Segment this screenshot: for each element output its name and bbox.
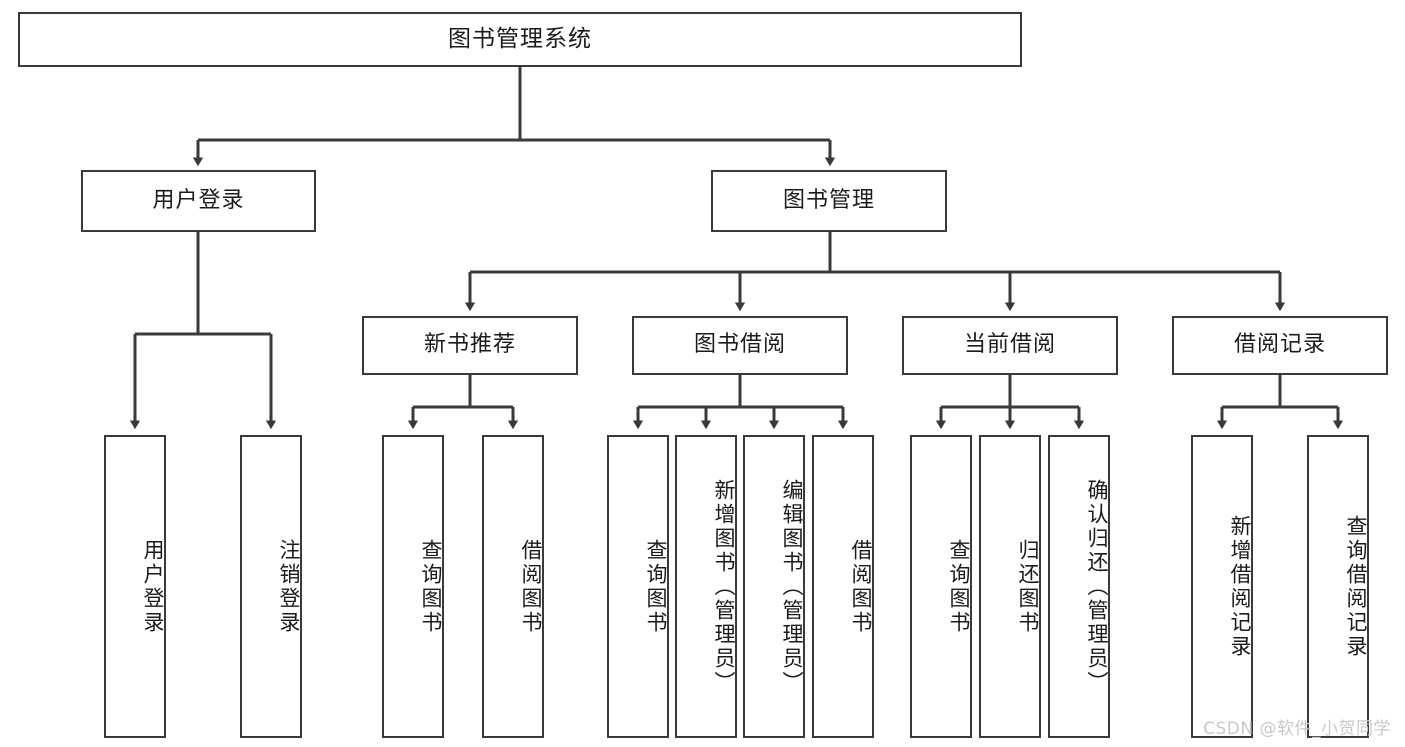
node-leaf-borrow-book-2-label: 借阅图书 <box>849 538 873 635</box>
node-leaf-query-record-label: 查询借阅记录 <box>1344 514 1368 659</box>
node-leaf-query-book-1-label: 查询图书 <box>419 538 443 635</box>
node-leaf-user-login[interactable]: 用户登录 <box>104 435 166 738</box>
node-leaf-query-book-2[interactable]: 查询图书 <box>607 435 669 738</box>
node-leaf-logout-label: 注销登录 <box>277 538 301 635</box>
node-book-manage[interactable]: 图书管理 <box>711 170 947 232</box>
node-leaf-add-book[interactable]: 新增图书（管理员） <box>675 435 737 738</box>
node-current-borrow-label: 当前借阅 <box>963 332 1056 358</box>
node-book-manage-label: 图书管理 <box>782 187 875 213</box>
node-leaf-confirm-return-label: 确认归还（管理员） <box>1085 478 1109 695</box>
node-leaf-confirm-return[interactable]: 确认归还（管理员） <box>1048 435 1110 738</box>
node-current-borrow[interactable]: 当前借阅 <box>902 316 1118 375</box>
node-borrow-record-label: 借阅记录 <box>1233 332 1326 358</box>
node-book-borrow-label: 图书借阅 <box>693 332 786 358</box>
node-leaf-return-book-label: 归还图书 <box>1016 538 1040 635</box>
node-leaf-add-record[interactable]: 新增借阅记录 <box>1191 435 1253 738</box>
node-leaf-return-book[interactable]: 归还图书 <box>979 435 1041 738</box>
node-leaf-add-book-label: 新增图书（管理员） <box>712 478 736 695</box>
node-leaf-edit-book[interactable]: 编辑图书（管理员） <box>743 435 805 738</box>
node-leaf-logout[interactable]: 注销登录 <box>240 435 302 738</box>
node-leaf-edit-book-label: 编辑图书（管理员） <box>780 478 804 695</box>
node-leaf-query-book-3[interactable]: 查询图书 <box>910 435 972 738</box>
node-new-book-rec-label: 新书推荐 <box>423 332 516 358</box>
node-leaf-query-record[interactable]: 查询借阅记录 <box>1307 435 1369 738</box>
node-leaf-add-record-label: 新增借阅记录 <box>1228 514 1252 659</box>
node-user-login[interactable]: 用户登录 <box>81 170 316 232</box>
node-leaf-borrow-book-1-label: 借阅图书 <box>519 538 543 635</box>
node-new-book-rec[interactable]: 新书推荐 <box>362 316 578 375</box>
node-root[interactable]: 图书管理系统 <box>18 12 1022 67</box>
node-leaf-query-book-2-label: 查询图书 <box>644 538 668 635</box>
node-leaf-query-book-1[interactable]: 查询图书 <box>382 435 444 738</box>
node-user-login-label: 用户登录 <box>152 187 245 213</box>
node-leaf-borrow-book-1[interactable]: 借阅图书 <box>482 435 544 738</box>
node-leaf-query-book-3-label: 查询图书 <box>947 538 971 635</box>
node-book-borrow[interactable]: 图书借阅 <box>632 316 848 375</box>
node-root-label: 图书管理系统 <box>448 25 592 52</box>
node-borrow-record[interactable]: 借阅记录 <box>1172 316 1388 375</box>
node-leaf-borrow-book-2[interactable]: 借阅图书 <box>812 435 874 738</box>
node-leaf-user-login-label: 用户登录 <box>141 538 165 635</box>
watermark-text: CSDN @软件_小贺同学 <box>1203 719 1391 739</box>
